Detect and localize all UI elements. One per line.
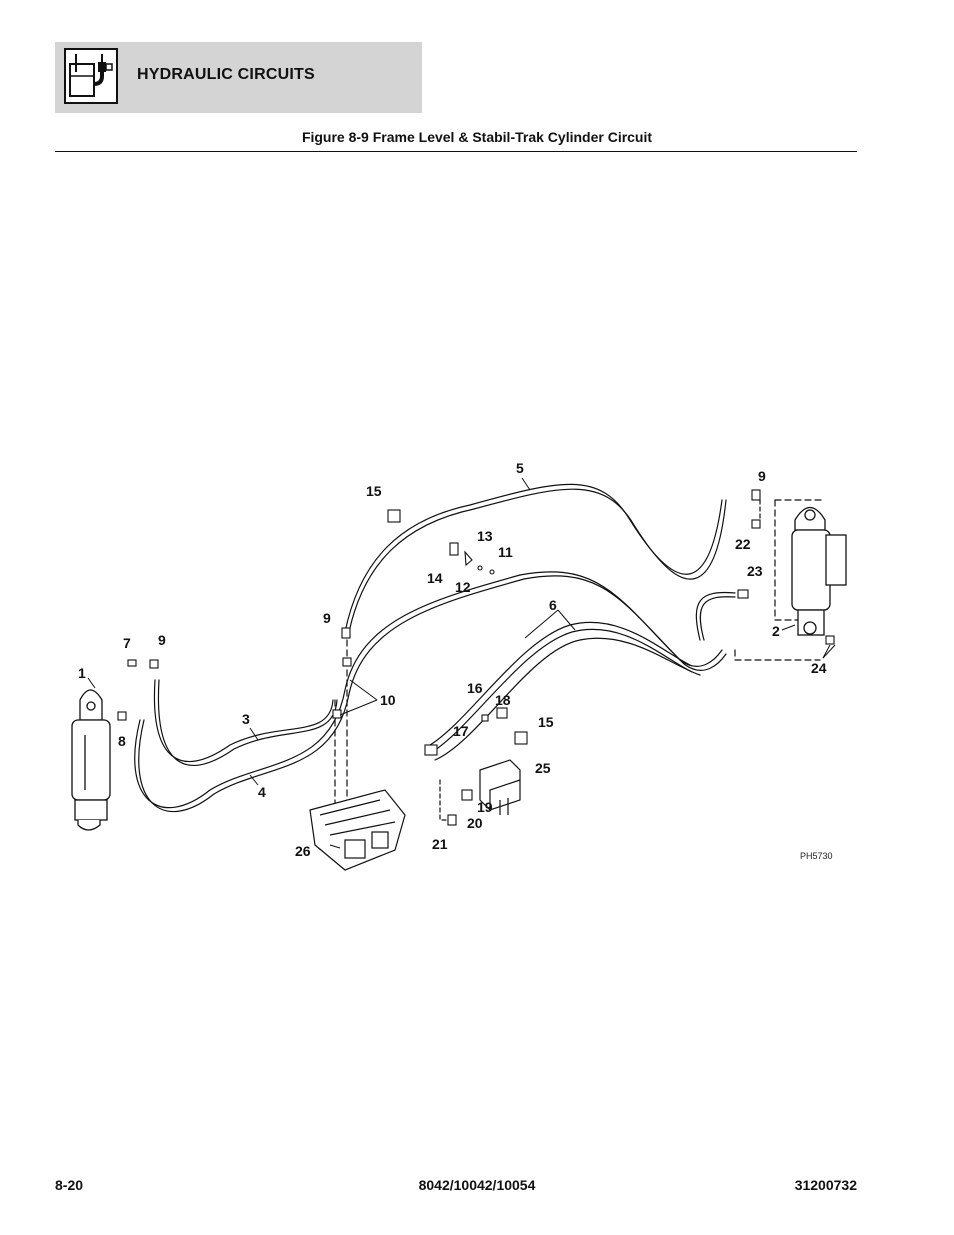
callout-25: 25 [535,760,551,776]
callout-16: 16 [467,680,483,696]
figure-title: Figure 8-9 Frame Level & Stabil-Trak Cyl… [301,129,653,145]
page-number: 8-20 [55,1177,84,1193]
fitting-22 [751,519,761,529]
callout-17: 17 [453,723,469,739]
callout-6: 6 [549,597,557,613]
valve-block [479,759,521,815]
section-header: HYDRAULIC CIRCUITS [55,42,422,113]
callout-15-top: 15 [366,483,382,499]
fitting-10-b [332,709,342,719]
fitting-10-a [342,657,352,667]
fitting-17 [481,714,489,722]
fitting-19 [461,789,473,801]
callout-4: 4 [258,784,266,800]
fitting-18 [496,707,508,719]
callout-15-right: 15 [538,714,554,730]
callout-1: 1 [78,665,86,681]
fitting-8 [117,711,127,721]
header-divider [55,151,857,152]
fitting-9-center [341,627,351,639]
bracket-13 [464,550,473,567]
hydraulic-circuit-icon [64,48,118,104]
callout-23: 23 [747,563,763,579]
fitting-23 [737,589,749,599]
callout-18: 18 [495,692,511,708]
fitting-9-left [149,659,159,669]
callout-7: 7 [123,635,131,651]
photo-id: PH5730 [800,851,833,861]
callout-26: 26 [295,843,311,859]
callout-5: 5 [516,460,524,476]
document-number: 31200732 [794,1177,857,1193]
callout-3: 3 [242,711,250,727]
callout-9-center: 9 [323,610,331,626]
fitting-7 [127,659,137,667]
callout-10: 10 [380,692,396,708]
washer-12 [477,565,483,571]
bolt-11 [489,569,495,575]
clamp-15-top [387,509,401,523]
callout-9-right: 9 [758,468,766,484]
callout-14: 14 [427,570,443,586]
callout-22: 22 [735,536,751,552]
fitting-9-right [751,489,761,501]
clamp-15-right [514,731,528,745]
callout-21: 21 [432,836,448,852]
model-numbers: 8042/10042/10054 [418,1177,536,1193]
callout-20: 20 [467,815,483,831]
callout-9-left: 9 [158,632,166,648]
fitting-24 [825,635,835,645]
control-valve [309,789,406,871]
callout-8: 8 [118,733,126,749]
callout-12: 12 [455,579,471,595]
fitting-21 [447,814,457,826]
callout-24: 24 [811,660,827,676]
section-title: HYDRAULIC CIRCUITS [137,66,315,83]
callout-11: 11 [498,544,513,560]
left-cylinder [71,689,111,831]
fitting-hose-end [424,744,438,756]
callout-19: 19 [477,799,493,815]
callout-13: 13 [477,528,493,544]
clamp-14 [449,542,459,556]
right-cylinder [791,506,847,636]
callout-2: 2 [772,623,780,639]
